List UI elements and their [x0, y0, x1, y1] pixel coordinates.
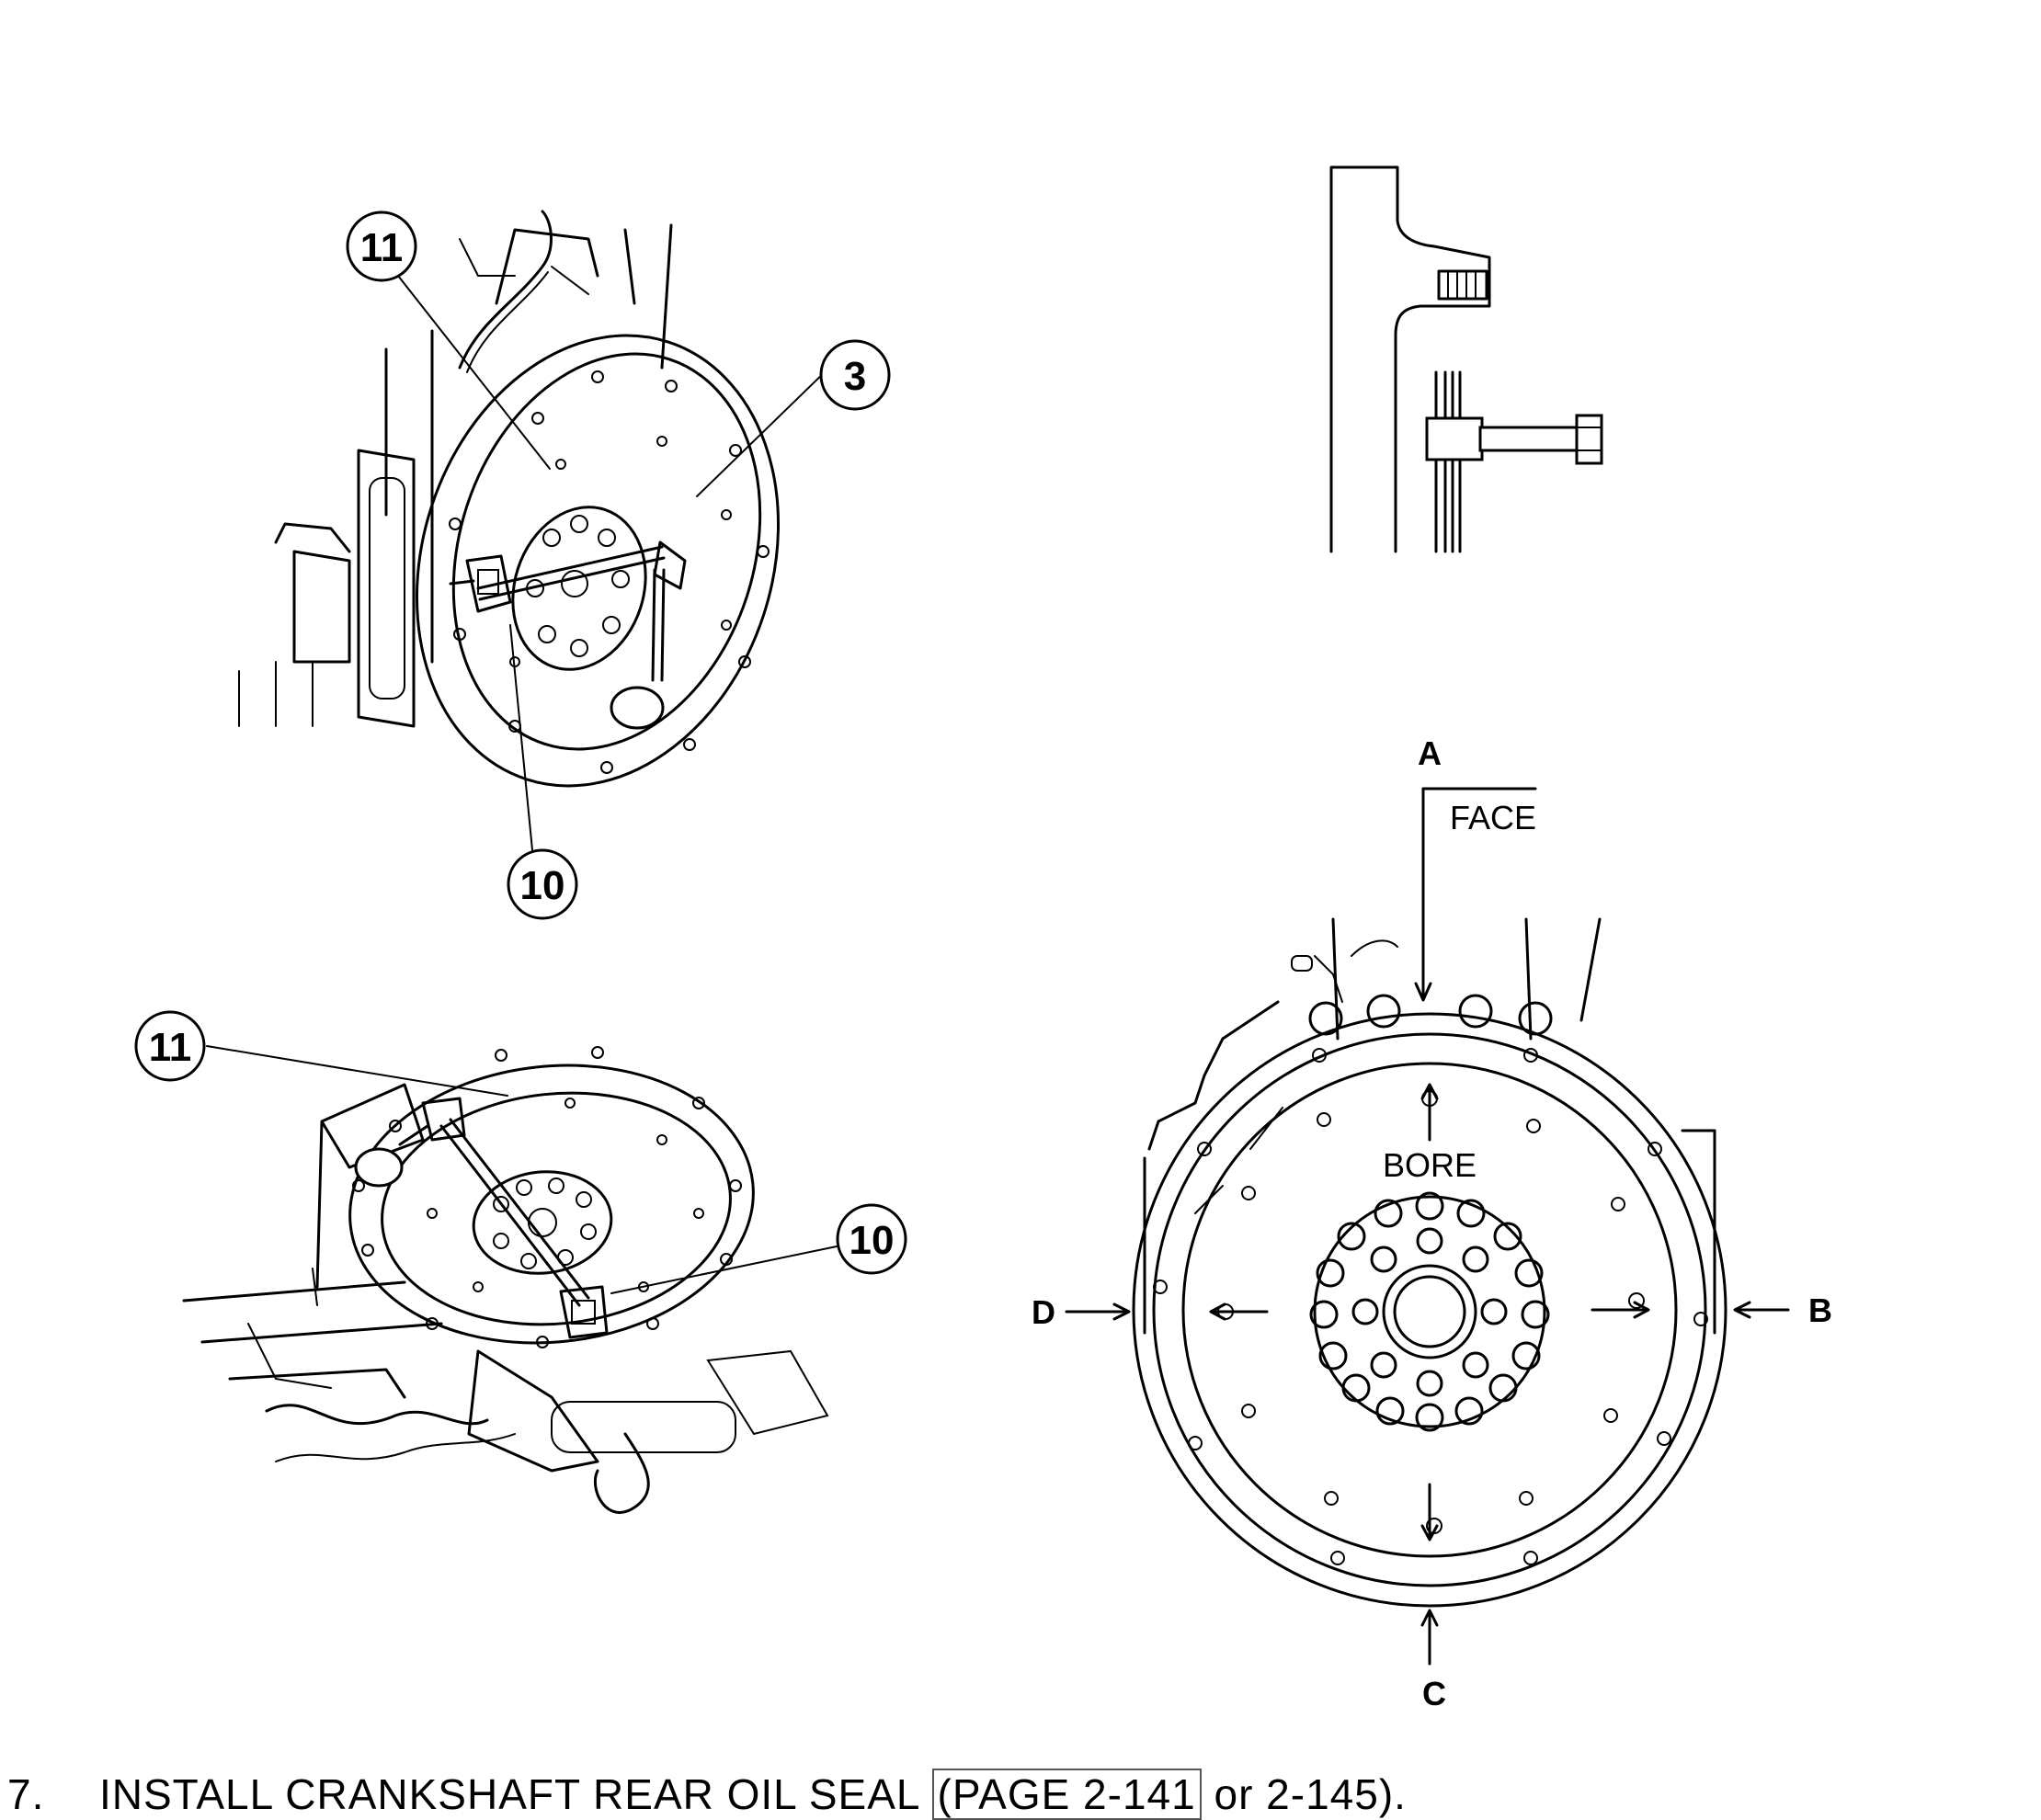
step-text: INSTALL CRANKSHAFT REAR OIL SEAL: [99, 1770, 919, 1818]
label-c: C: [1422, 1675, 1446, 1712]
svg-text:10: 10: [849, 1218, 895, 1263]
callout-10-lower: 10: [836, 1203, 907, 1275]
seal-cross-section-detail: [1329, 165, 1603, 553]
svg-text:10: 10: [520, 863, 565, 908]
svg-text:3: 3: [844, 354, 866, 399]
procedure-step-7: 7. INSTALL CRANKSHAFT REAR OIL SEAL (PAGE…: [7, 1769, 1407, 1820]
label-a: A: [1418, 734, 1442, 772]
page-reference-link[interactable]: (PAGE 2-141: [931, 1769, 1202, 1820]
callout-11-upper: 11: [346, 210, 417, 282]
label-b: B: [1808, 1291, 1832, 1329]
svg-text:11: 11: [149, 1025, 192, 1070]
svg-text:11: 11: [360, 225, 404, 270]
callout-11-lower: 11: [134, 1010, 206, 1082]
flywheel-housing-view-upper: [238, 210, 830, 860]
label-bore: BORE: [1383, 1146, 1477, 1184]
step-number: 7.: [7, 1770, 45, 1818]
label-d: D: [1032, 1293, 1055, 1331]
callout-3-upper: 3: [819, 339, 891, 411]
runout-measurement-diagram: A FACE BORE B C D: [1032, 734, 1832, 1712]
step-suffix: or 2-145).: [1214, 1770, 1407, 1818]
label-face: FACE: [1450, 799, 1536, 836]
callout-10-upper: 10: [507, 848, 578, 920]
flywheel-housing-view-lower: [182, 1045, 838, 1514]
